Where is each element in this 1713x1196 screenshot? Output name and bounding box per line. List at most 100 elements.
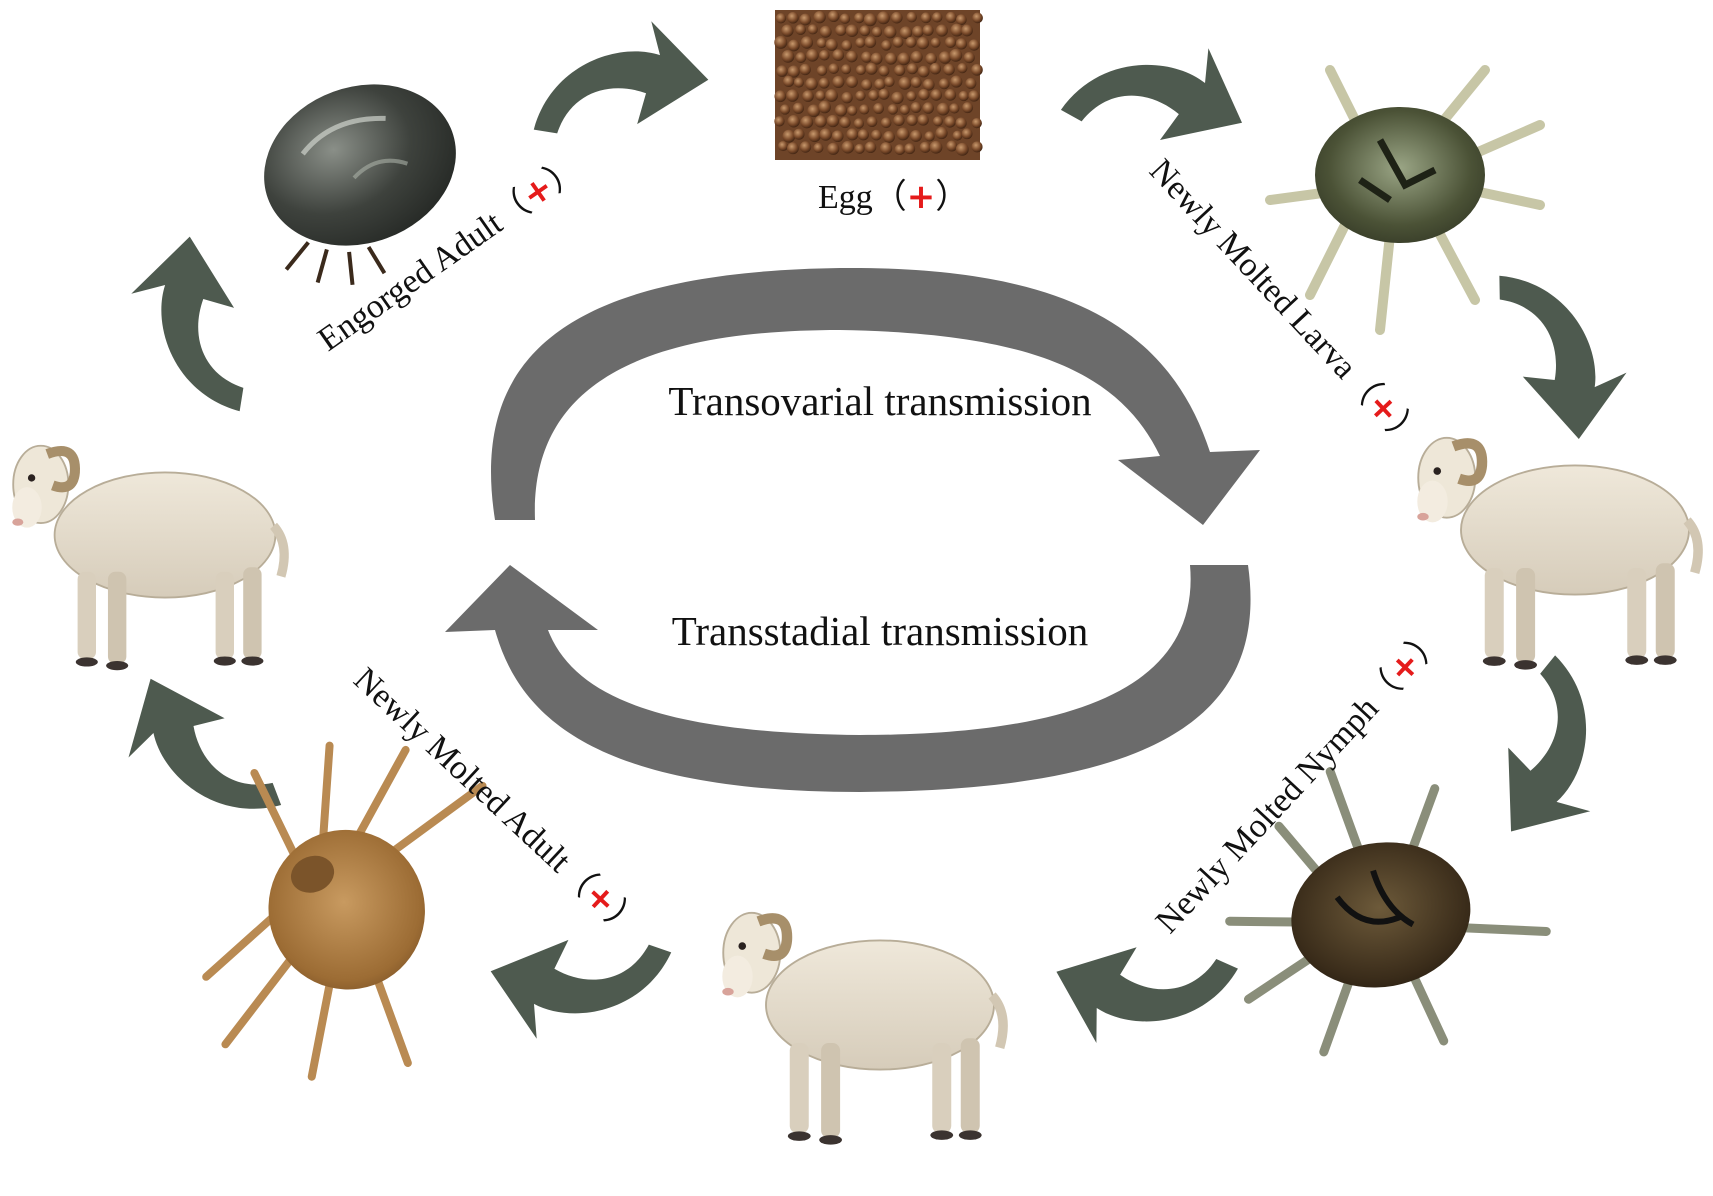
egg-dot [932,116,943,127]
egg-dot [866,116,878,128]
egg-dot [868,90,879,101]
egg-dot [787,12,799,24]
egg-dot [904,143,916,155]
egg-dot [860,79,873,91]
egg-dot [925,52,937,65]
egg-dot [777,141,789,152]
egg-dot [832,49,845,62]
egg-dot [957,63,968,74]
adult-tick-icon [202,741,487,1081]
egg-dot [816,38,827,49]
egg-dot [819,49,830,61]
egg-dot [841,92,853,104]
egg-dot [813,142,824,154]
egg-dot [938,78,950,90]
egg-dot [786,89,799,102]
egg-dot [938,51,952,64]
egg-dot [965,77,977,89]
egg-dot [879,142,893,155]
egg-dot [795,24,806,35]
egg-dot [881,40,892,51]
egg-dot [949,48,963,62]
arrow-sheep-to-adult [485,931,672,1050]
egg-dot [859,25,871,37]
egg-dot [792,102,805,114]
egg-dot [799,141,812,153]
egg-dot [871,26,883,38]
egg-name: Egg [818,179,873,216]
egg-dot [896,127,910,141]
egg-dot [831,130,844,143]
svg-text:Egg（+）: Egg（+） [818,177,969,217]
egg-dot [919,141,931,153]
egg-dot [884,76,895,88]
egg-dot [944,88,957,101]
egg-dot [971,117,982,129]
egg-dot [906,11,917,23]
egg-dot [793,77,804,88]
egg-dot [899,26,913,39]
egg-dot [971,141,983,153]
egg-dot [776,65,788,77]
egg-dot [917,65,930,78]
egg-dot [910,129,922,142]
egg-dot [786,142,799,155]
egg-dot [827,142,840,155]
egg-dot [805,77,818,91]
egg-dot [917,114,929,126]
egg-dot [841,64,852,75]
egg-dot [878,65,890,77]
egg-dot [835,24,847,36]
egg-dot [883,130,895,143]
egg-dot [863,13,877,27]
transovarial-label: Transovarial transmission [668,378,1091,424]
egg-dot [854,143,865,154]
egg-dot [799,63,811,76]
egg-dot [859,104,870,115]
arrow-sheep-to-engorged [126,233,246,420]
egg-dot [931,12,943,23]
egg-dot [813,10,826,24]
egg-dot [944,115,956,128]
nymph-tick-icon [1225,767,1551,1057]
egg-dot [935,126,948,140]
egg-dot [816,65,828,76]
egg-dot [782,75,795,88]
egg-dot [910,50,923,64]
egg-dot [878,88,890,100]
egg-dot [950,23,964,37]
egg-dot [782,129,796,143]
egg-dot [775,13,787,24]
egg-dot [787,115,800,128]
egg-dot [826,114,840,128]
egg-dot [961,128,973,140]
egg-dot [943,63,955,76]
egg-dot [930,89,943,101]
egg-dot [883,25,897,39]
egg-dot [855,37,866,48]
egg-dot [972,12,983,24]
egg-dot [819,25,832,38]
egg-dot [963,52,975,64]
egg-dot [806,48,819,62]
egg-cluster-icon [774,10,983,160]
egg-dot [874,78,886,90]
egg-dot [779,104,791,115]
egg-dot [832,75,845,89]
egg-dot [807,104,820,118]
egg-dot [846,128,859,141]
positive-mark: + [907,177,936,217]
egg-dot [864,36,877,48]
egg-dot [893,114,905,127]
egg-dot [839,116,851,129]
egg-dot [815,90,826,101]
egg-dot [774,35,788,49]
egg-dot [918,88,930,101]
egg-dot [774,116,785,127]
egg-dot [802,90,814,102]
egg-dot [814,115,827,128]
egg-dot [807,24,818,35]
egg-dot [847,105,858,116]
egg-dot [818,100,831,114]
